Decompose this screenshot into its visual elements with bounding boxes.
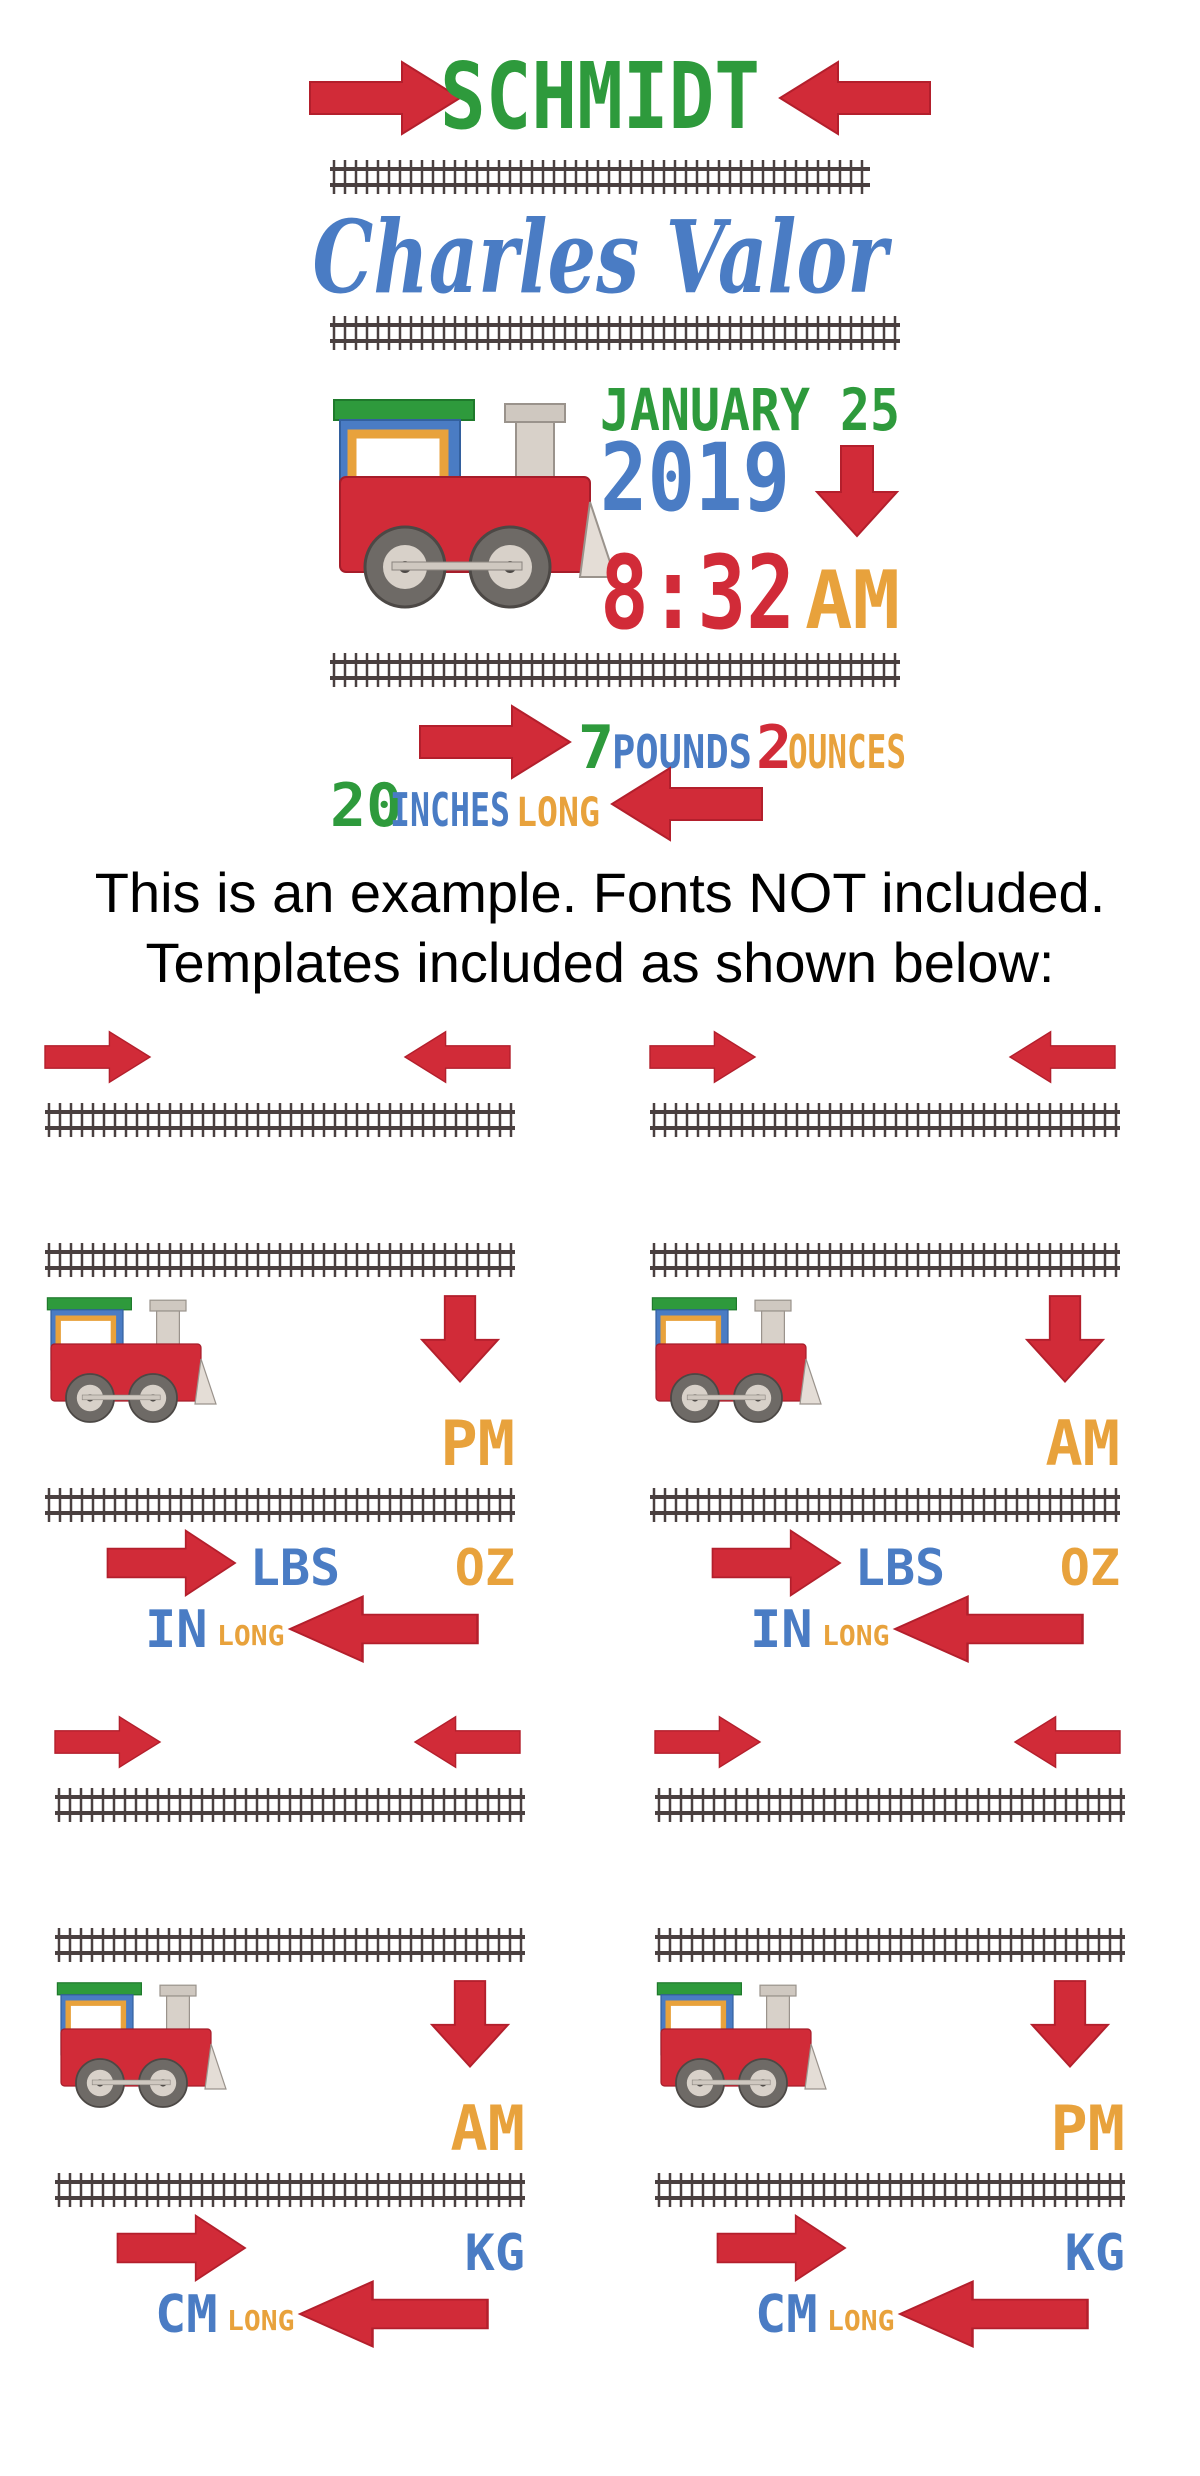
arrow-down-icon (816, 445, 898, 537)
template-2: AM LBS OZ IN LONG (649, 1031, 1120, 1663)
ounces-label: OUNCES (788, 725, 906, 779)
length-unit: CM (155, 2285, 218, 2345)
meridiem-label: AM (1045, 1407, 1120, 1480)
arrow-right-icon (54, 1716, 161, 1768)
train-track-icon (650, 1488, 1120, 1522)
weight-unit-major: LBS (250, 1539, 340, 1597)
caption-line-2: Templates included as shown below: (145, 931, 1055, 994)
train-engine-icon (47, 1298, 216, 1422)
caption-line-1: This is an example. Fonts NOT included. (94, 861, 1106, 924)
train-track-icon (45, 1103, 515, 1137)
arrow-right-icon (116, 2214, 246, 2282)
template-4: PM KG CM LONG (654, 1716, 1125, 2348)
arrow-right-icon (106, 1529, 236, 1597)
length-unit: IN (750, 1600, 813, 1660)
weight-ounces: 2 (756, 713, 792, 783)
weight-line: 7 POUNDS 2 OUNCES (578, 713, 906, 783)
weight-unit-minor: KG (1065, 2224, 1125, 2282)
arrow-right-icon (419, 705, 571, 779)
arrow-left-icon (1014, 1716, 1121, 1768)
train-track-icon (55, 1928, 525, 1962)
train-engine-icon (334, 400, 615, 607)
template-3: AM KG CM LONG (54, 1716, 525, 2348)
train-track-icon (330, 316, 900, 350)
train-track-icon (55, 2173, 525, 2207)
train-track-icon (330, 160, 870, 194)
pounds-label: POUNDS (612, 725, 752, 779)
long-label: LONG (516, 790, 600, 836)
arrow-left-icon (779, 61, 931, 135)
length-unit: IN (145, 1600, 208, 1660)
weight-unit-major: LBS (855, 1539, 945, 1597)
surname: SCHMIDT (440, 43, 760, 150)
arrow-left-icon (898, 2280, 1089, 2348)
train-track-icon (45, 1243, 515, 1277)
train-track-icon (650, 1103, 1120, 1137)
weight-pounds: 7 (578, 713, 614, 783)
arrow-right-icon (309, 61, 461, 135)
length-unit: CM (755, 2285, 818, 2345)
arrow-right-icon (711, 1529, 841, 1597)
arrow-right-icon (716, 2214, 846, 2282)
full-name: Charles Valor (313, 198, 893, 316)
length-suffix: LONG (827, 2304, 894, 2337)
weight-unit-minor: OZ (1060, 1539, 1120, 1597)
example-design: SCHMIDT Charles Valor JANUARY 25 2019 8:… (309, 43, 931, 841)
meridiem-label: PM (440, 1407, 515, 1480)
arrow-left-icon (893, 1595, 1084, 1663)
train-engine-icon (57, 1983, 226, 2107)
birth-date: JANUARY 25 (600, 376, 900, 444)
train-track-icon (655, 2173, 1125, 2207)
arrow-left-icon (414, 1716, 521, 1768)
meridiem: AM (805, 554, 900, 647)
weight-unit-minor: KG (465, 2224, 525, 2282)
train-engine-icon (652, 1298, 821, 1422)
train-track-icon (655, 1788, 1125, 1822)
meridiem-label: PM (1050, 2092, 1125, 2165)
length-line: 20 INCHES LONG (330, 771, 600, 841)
arrow-left-icon (288, 1595, 479, 1663)
template-1: PM LBS OZ IN LONG (44, 1031, 515, 1663)
arrow-down-icon (1031, 1980, 1109, 2068)
meridiem-label: AM (450, 2092, 525, 2165)
train-track-icon (655, 1928, 1125, 1962)
arrow-right-icon (649, 1031, 756, 1083)
length-suffix: LONG (822, 1619, 889, 1652)
train-track-icon (330, 653, 900, 687)
arrow-down-icon (1026, 1295, 1104, 1383)
length-suffix: LONG (217, 1619, 284, 1652)
arrow-left-icon (404, 1031, 511, 1083)
arrow-left-icon (298, 2280, 489, 2348)
weight-unit-minor: OZ (455, 1539, 515, 1597)
inches-label: INCHES (390, 783, 510, 837)
arrow-left-icon (1009, 1031, 1116, 1083)
length-value: 20 (330, 771, 402, 841)
arrow-right-icon (44, 1031, 151, 1083)
birth-year: 2019 (600, 424, 790, 533)
arrow-right-icon (654, 1716, 761, 1768)
train-track-icon (650, 1243, 1120, 1277)
birth-time: 8:32 (600, 534, 795, 653)
arrow-down-icon (431, 1980, 509, 2068)
arrow-down-icon (421, 1295, 499, 1383)
train-track-icon (45, 1488, 515, 1522)
train-engine-icon (657, 1983, 826, 2107)
length-suffix: LONG (227, 2304, 294, 2337)
train-track-icon (55, 1788, 525, 1822)
